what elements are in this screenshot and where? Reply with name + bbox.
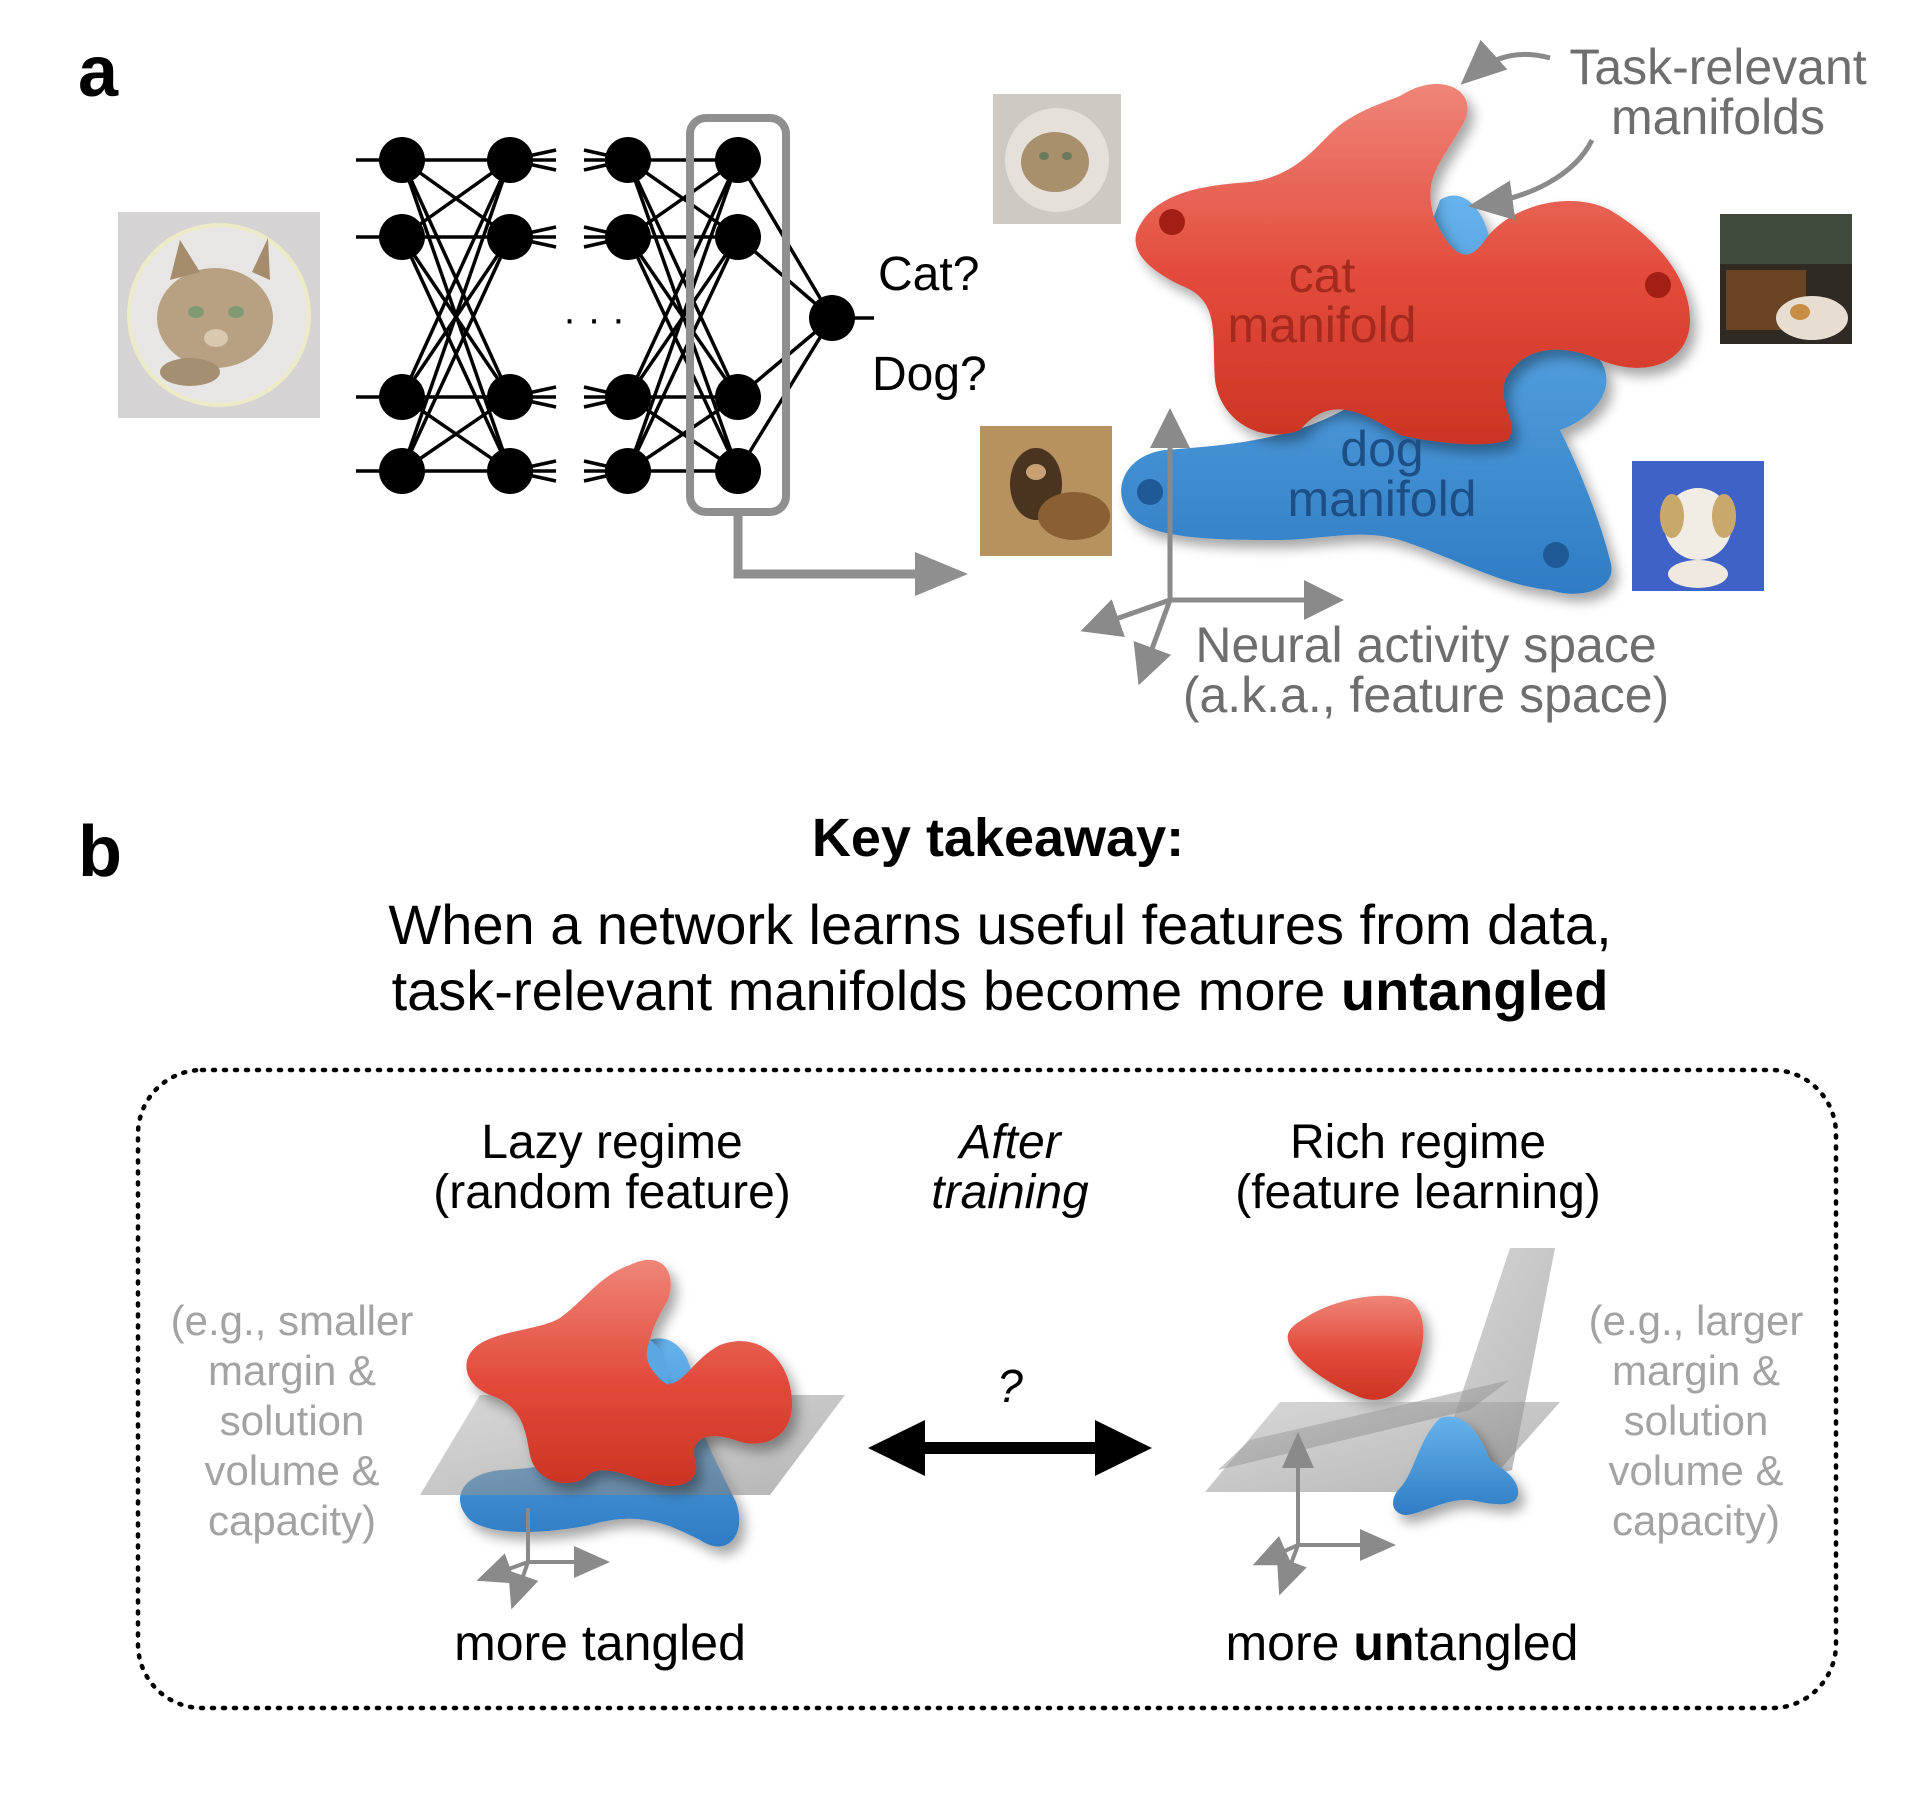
comparison-double-arrow [868,1420,1152,1476]
cat-manifold-label-1: cat [1289,247,1356,303]
task-relevant-arrow-2 [1468,138,1595,221]
rich-dog-manifold [1393,1416,1519,1515]
layer-ellipsis: · · · [563,297,625,341]
lazy-note-line: solution [220,1397,365,1444]
lazy-note-line: (e.g., smaller [171,1297,414,1344]
question-mark: ? [997,1360,1023,1412]
lazy-dog-peek [646,1340,669,1385]
german-shepherd-thumbnail [980,426,1112,556]
rich-cat-manifold [1287,1295,1424,1400]
lazy-regime-title-1: Lazy regime [481,1116,742,1169]
takeaway-line-1: When a network learns useful features fr… [388,893,1611,956]
takeaway-title: Key takeaway: [812,808,1184,868]
after-training-2: training [931,1166,1089,1219]
cat-question: Cat? [878,248,979,301]
task-relevant-label-2: manifolds [1611,89,1825,145]
input-cat-image [118,212,320,418]
task-relevant-arrow-1 [1460,39,1551,85]
panel-b-letter: b [78,812,122,892]
more-untangled-suffix: tangled [1414,1615,1578,1671]
dog-manifold-label-2: manifold [1288,471,1477,527]
layer-to-space-arrow [733,512,920,579]
cat-thumbnail [993,94,1121,224]
more-untangled-label: more untangled [1226,1615,1579,1671]
comparison-frame [135,1067,1839,1711]
takeaway-line-2: task-relevant manifolds become more unta… [392,959,1609,1022]
lazy-note: (e.g., smaller margin & solution volume … [171,1297,414,1544]
more-untangled-bold: un [1353,1615,1414,1671]
network-neurons [379,137,855,494]
takeaway-line-2-text: task-relevant manifolds become more [392,959,1341,1022]
more-tangled-label: more tangled [454,1615,746,1671]
rich-note-line: capacity) [1612,1497,1780,1544]
task-relevant-label-1: Task-relevant [1569,39,1866,95]
rich-regime-title-2: (feature learning) [1235,1166,1601,1219]
feature-space-label-1: Neural activity space [1195,617,1656,673]
cat-manifold-label-2: manifold [1228,297,1417,353]
lazy-cat-manifold [466,1259,793,1486]
feature-space-axes [1080,408,1344,686]
lazy-regime-title-2: (random feature) [433,1166,791,1219]
dog-manifold-label-1: dog [1340,421,1423,477]
panel-a-letter: a [78,32,119,112]
layer-to-space-arrowhead [915,552,968,596]
white-puppy-thumbnail [1632,461,1764,591]
lazy-note-line: volume & [204,1447,379,1494]
rich-note: (e.g., larger margin & solution volume &… [1589,1297,1804,1544]
lazy-note-line: capacity) [208,1497,376,1544]
cat-manifold-shape [1135,83,1690,445]
cat-and-box-thumbnail [1720,214,1852,344]
manifold-sample-points [1137,209,1671,568]
rich-note-line: volume & [1608,1447,1783,1494]
takeaway-line-2-bold: untangled [1341,959,1609,1022]
lazy-note-line: margin & [208,1347,376,1394]
rich-note-line: margin & [1612,1347,1780,1394]
lazy-axes [476,1508,610,1610]
after-training-1: After [956,1116,1062,1169]
rich-axes [1252,1432,1396,1596]
feature-space-label-2: (a.k.a., feature space) [1183,667,1669,723]
rich-note-line: (e.g., larger [1589,1297,1804,1344]
rich-regime-title-1: Rich regime [1290,1116,1546,1169]
rich-note-line: solution [1624,1397,1769,1444]
more-untangled-prefix: more [1226,1615,1354,1671]
dog-question: Dog? [872,348,987,401]
